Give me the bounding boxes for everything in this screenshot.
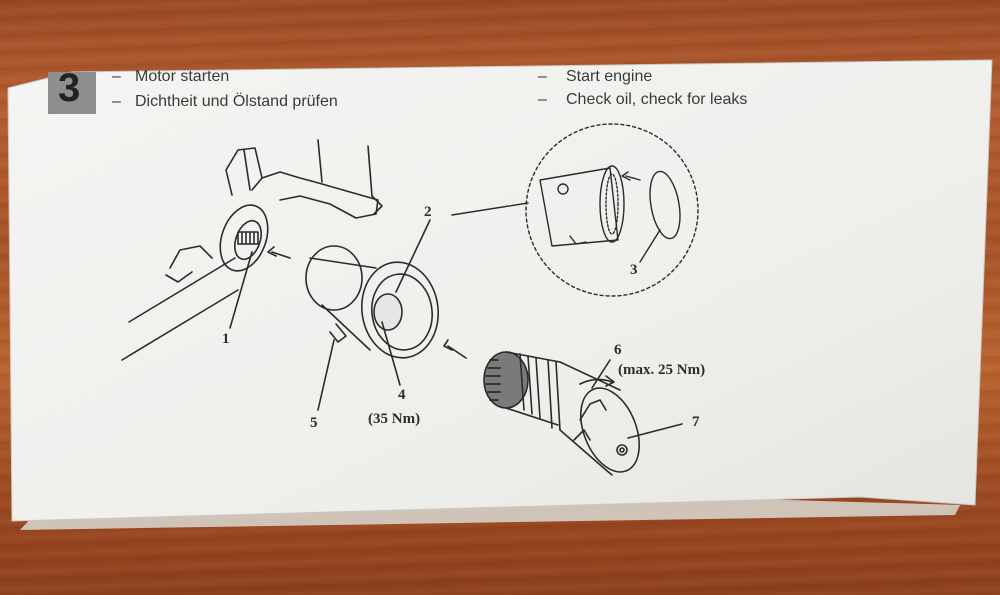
instruction-de-1: Motor starten [135, 68, 230, 85]
instruction-en-1-dash: – [538, 68, 547, 85]
instruction-de-1-dash: – [112, 68, 121, 85]
instruction-en-1: Start engine [566, 68, 653, 85]
engine-mount-drawing [121, 139, 383, 361]
instruction-en-2: Check oil, check for leaks [566, 91, 748, 108]
callout-2: 2 [424, 204, 432, 220]
step-number-box [48, 72, 96, 114]
callout-4-torque: (35 Nm) [368, 411, 421, 427]
callout-6: 6 [614, 342, 622, 358]
callout-5: 5 [310, 415, 318, 431]
callout-1: 1 [222, 331, 230, 347]
callout-7: 7 [692, 414, 700, 430]
callout-6-torque: (max. 25 Nm) [618, 362, 706, 378]
detail-circle-drawing [451, 123, 699, 297]
callout-3: 3 [630, 262, 638, 278]
instruction-de-2: Dichtheit und Ölstand prüfen [135, 93, 338, 110]
callout-4: 4 [398, 387, 406, 403]
step-number: 3 [58, 66, 81, 110]
oil-filter-drawing [483, 351, 683, 476]
filter-housing-drawing [305, 219, 467, 411]
instruction-de-2-dash: – [112, 93, 121, 110]
instruction-en-2-dash: – [538, 91, 547, 108]
paper-sheet [7, 59, 993, 522]
